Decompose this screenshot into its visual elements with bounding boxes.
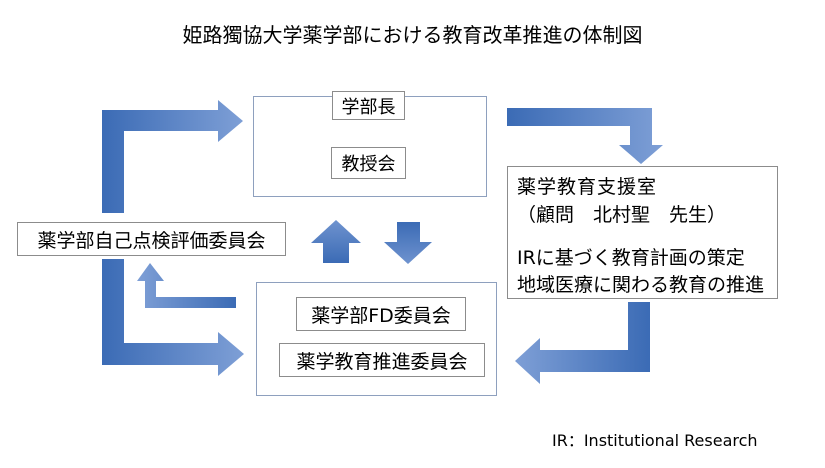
arrow-support-office-to-committees bbox=[515, 302, 650, 384]
support-office-name: 薬学教育支援室 bbox=[517, 176, 658, 198]
diagram-title: 姫路獨協大学薬学部における教育改革推進の体制図 bbox=[182, 23, 643, 47]
self-evaluation-committee-box: 薬学部自己点検評価委員会 bbox=[17, 222, 286, 256]
support-office-task: 地域医療に関わる教育の推進 bbox=[517, 274, 765, 296]
faculty-council-box: 教授会 bbox=[331, 147, 406, 179]
arrow-committees-to-self-eval bbox=[137, 263, 236, 308]
dean-box: 学部長 bbox=[332, 91, 405, 120]
support-office-task: IRに基づく教育計画の策定 bbox=[517, 247, 745, 269]
footnote: IR：Institutional Research bbox=[552, 431, 758, 450]
promotion-committee-box: 薬学教育推進委員会 bbox=[279, 343, 485, 377]
arrow-self-eval-to-faculty bbox=[102, 100, 243, 213]
arrow-up-committees-to-faculty bbox=[311, 220, 361, 263]
support-office-advisor: （顧問 北村聖 先生） bbox=[517, 204, 727, 226]
arrow-down-faculty-to-committees bbox=[384, 222, 432, 264]
support-office-box: 薬学教育支援室 （顧問 北村聖 先生） IRに基づく教育計画の策定 地域医療に関… bbox=[507, 166, 778, 299]
fd-committee-box: 薬学部FD委員会 bbox=[296, 297, 466, 331]
arrow-self-eval-to-committees bbox=[102, 259, 244, 376]
arrow-faculty-to-support-office bbox=[507, 108, 663, 164]
